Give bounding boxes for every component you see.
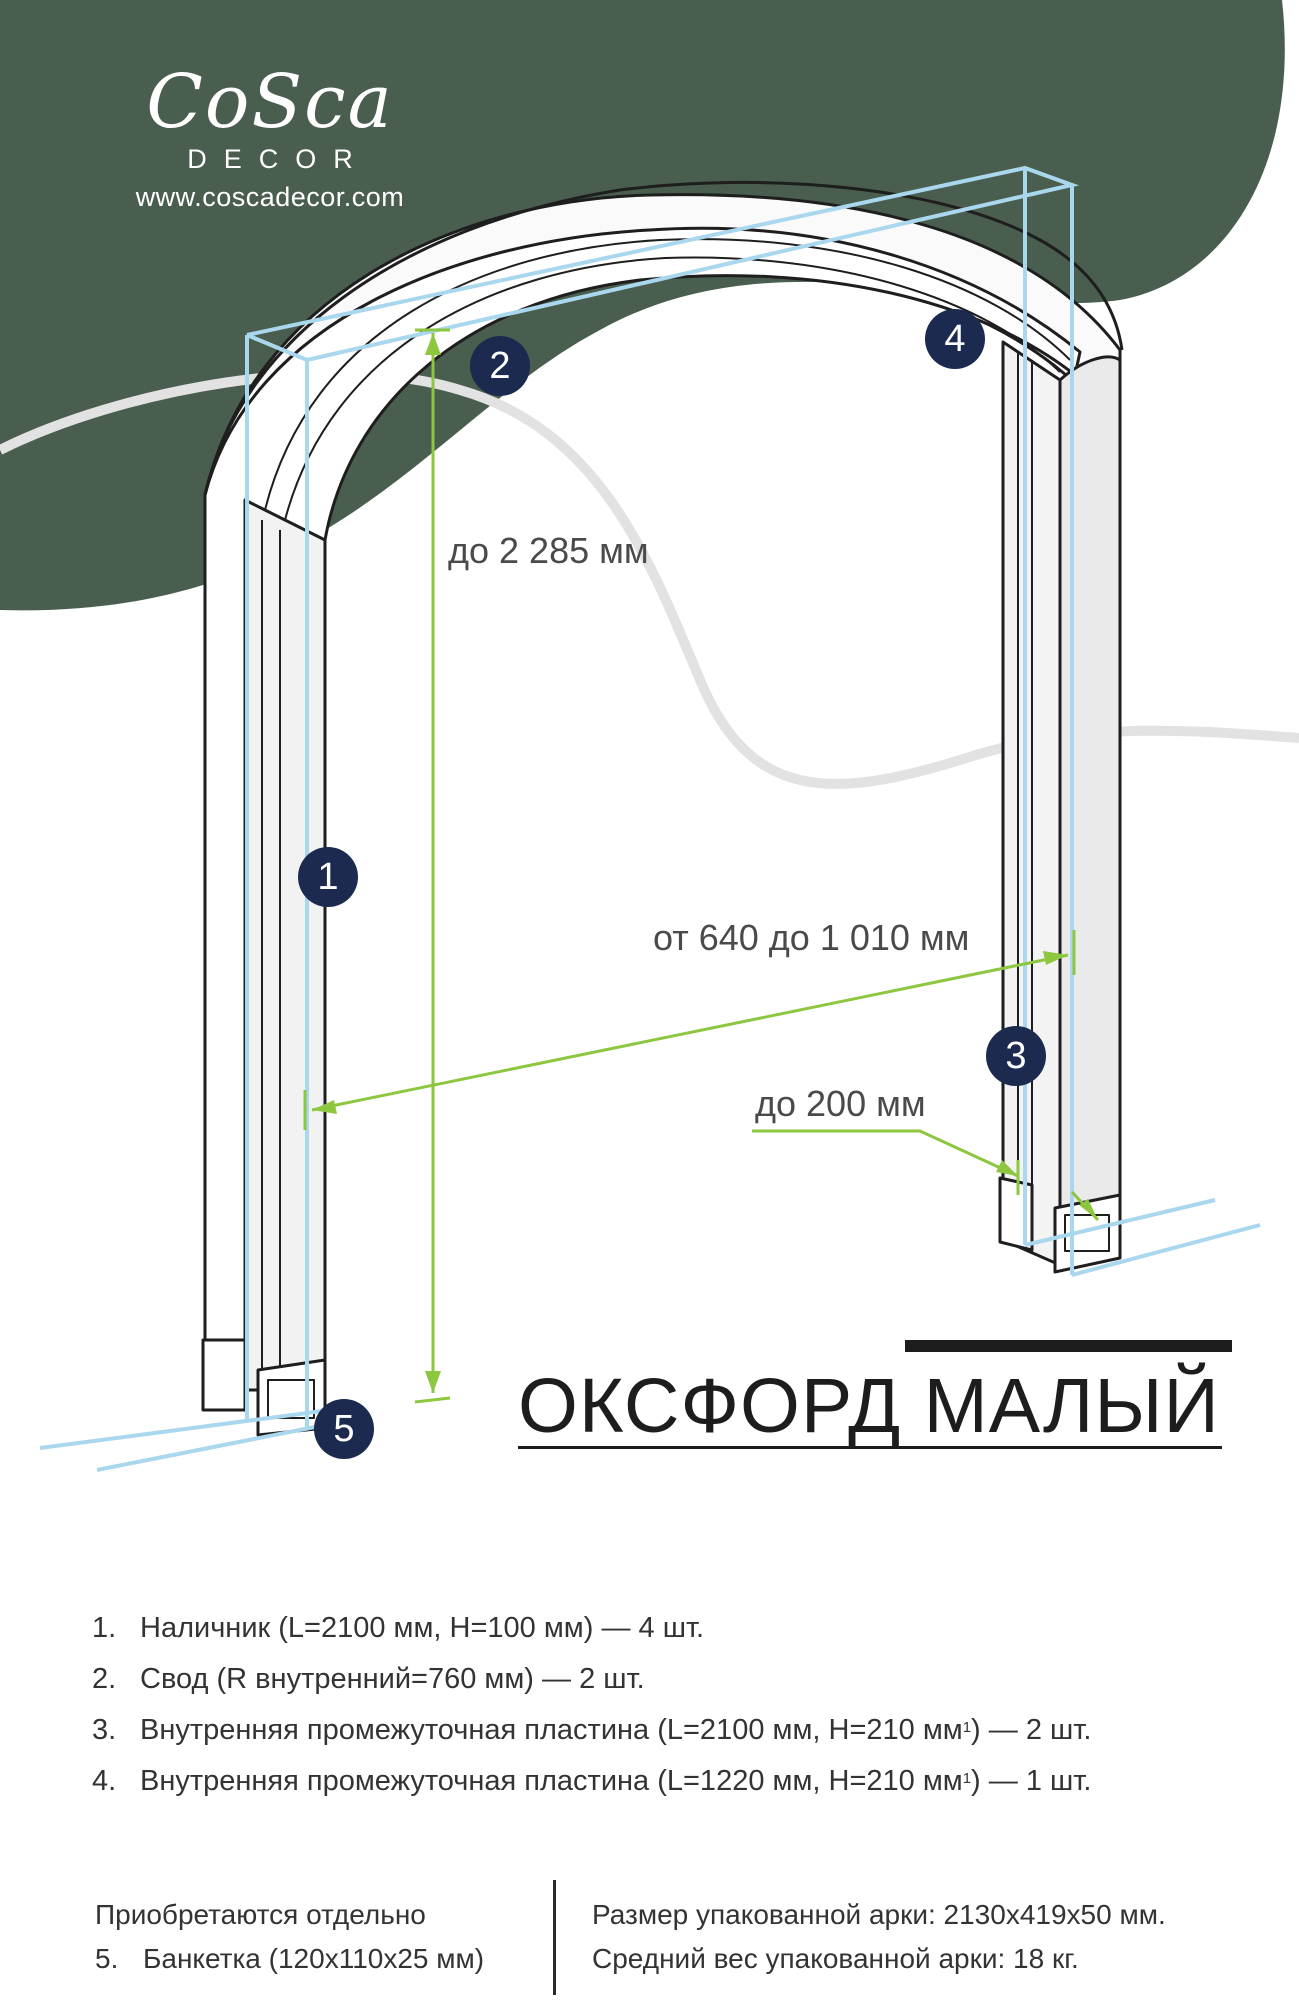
marker-3-badge: 3 bbox=[986, 1026, 1046, 1086]
footnote-marker: 1 bbox=[962, 1770, 972, 1787]
list-item-text: Свод (R внутренний=760 мм) — 2 шт. bbox=[140, 1663, 645, 1695]
width-dimension-label: от 640 до 1 010 мм bbox=[653, 917, 970, 958]
arch-frame bbox=[201, 180, 1124, 1437]
list-item-text: Внутренняя промежуточная пластина (L=122… bbox=[140, 1765, 963, 1797]
list-item-number: 2. bbox=[92, 1663, 117, 1695]
list-item-text-end: ) — 2 шт. bbox=[971, 1714, 1092, 1746]
logo-wordmark: CoSca bbox=[146, 59, 394, 145]
dimension-lines bbox=[303, 328, 1100, 1404]
brand-logo: CoSca DECOR bbox=[110, 62, 430, 175]
footnote-marker: 1 bbox=[962, 1719, 972, 1736]
separately-item-text: Банкетка (120х110х25 мм) bbox=[143, 1943, 485, 1974]
list-item-text: Внутренняя промежуточная пластина (L=210… bbox=[140, 1714, 963, 1746]
separately-item-number: 5. bbox=[95, 1943, 119, 1974]
height-dimension-label: до 2 285 мм bbox=[448, 530, 649, 571]
list-item: 1. Наличник (L=2100 мм, H=100 мм) — 4 шт. bbox=[92, 1610, 1091, 1661]
list-item-number: 3. bbox=[92, 1714, 117, 1746]
separately-item: 5. Банкетка (120х110х25 мм) bbox=[95, 1943, 484, 1975]
marker-5-badge: 5 bbox=[314, 1399, 374, 1459]
package-size: Размер упакованной арки: 2130х419х50 мм. bbox=[592, 1899, 1166, 1930]
parts-list: 1. Наличник (L=2100 мм, H=100 мм) — 4 шт.… bbox=[92, 1610, 1091, 1814]
depth-dimension-label: до 200 мм bbox=[755, 1083, 926, 1124]
marker-1-badge: 1 bbox=[298, 847, 358, 907]
website-url[interactable]: www.coscadecor.com bbox=[135, 182, 405, 212]
list-item-text-end: ) — 1 шт. bbox=[971, 1765, 1092, 1797]
product-title: ОКСФОРД МАЛЫЙ bbox=[518, 1363, 1220, 1449]
marker-4-badge: 4 bbox=[925, 309, 985, 369]
logo-subtitle: DECOR bbox=[187, 144, 370, 174]
title-top-bar bbox=[905, 1340, 1232, 1352]
list-item-text: Наличник (L=2100 мм, H=100 мм) — 4 шт. bbox=[140, 1612, 705, 1644]
package-weight: Средний вес упакованной арки: 18 кг. bbox=[592, 1943, 1079, 1974]
footer-divider bbox=[553, 1880, 556, 1995]
list-item-number: 4. bbox=[92, 1765, 117, 1797]
marker-2-badge: 2 bbox=[470, 336, 530, 396]
separately-heading: Приобретаются отдельно bbox=[95, 1899, 426, 1930]
list-item-number: 1. bbox=[92, 1612, 117, 1644]
list-item: 2. Свод (R внутренний=760 мм) — 2 шт. bbox=[92, 1661, 1091, 1712]
list-item: 4. Внутренняя промежуточная пластина (L=1… bbox=[92, 1763, 1091, 1814]
title-underline bbox=[518, 1446, 1222, 1449]
list-item: 3. Внутренняя промежуточная пластина (L=2… bbox=[92, 1712, 1091, 1763]
